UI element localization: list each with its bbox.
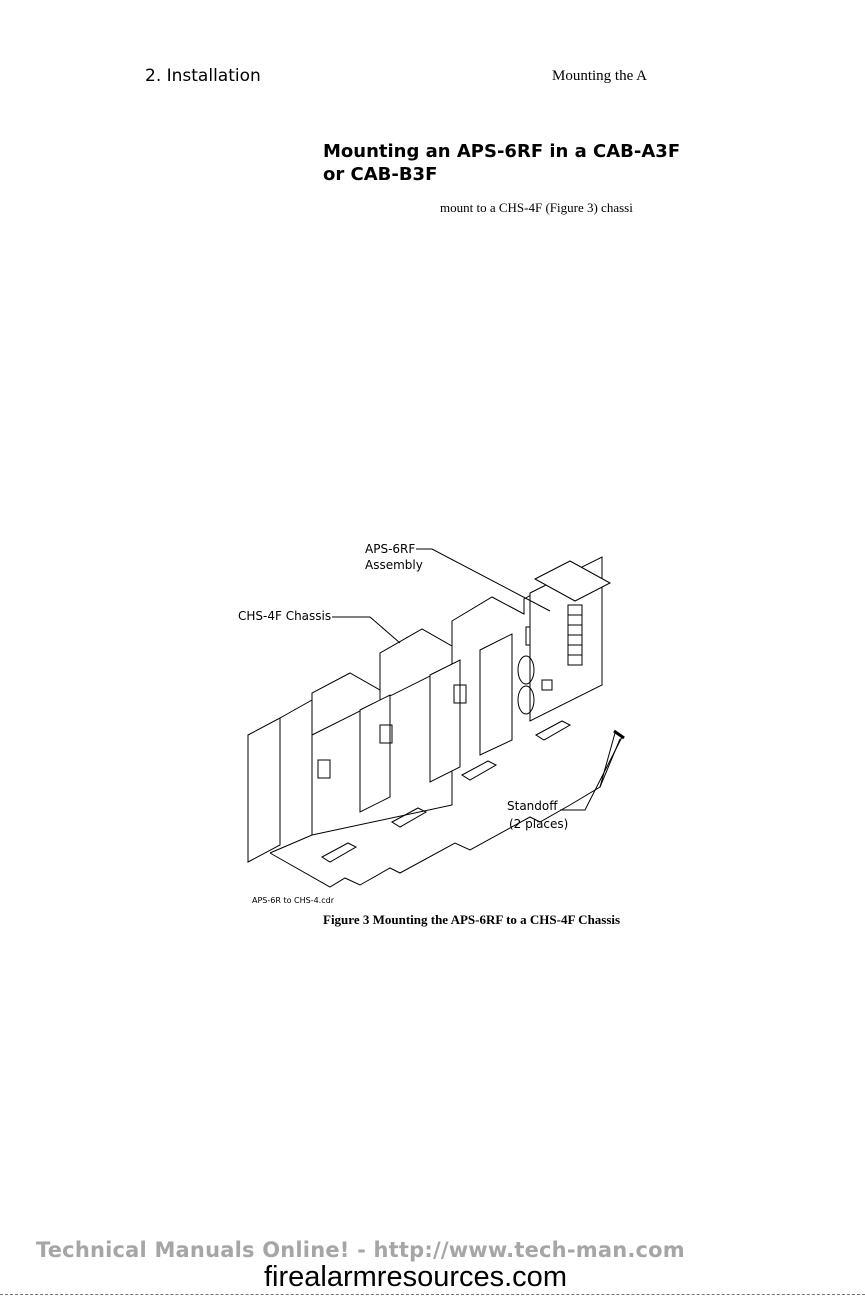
base-slot-1 — [321, 842, 358, 863]
aps-6rf-bracket — [533, 560, 612, 602]
assembly-callout-line1: APS-6RF — [365, 542, 415, 556]
chassis-tab-3 — [453, 684, 467, 704]
chassis-tab-1 — [317, 759, 331, 779]
standoff-callout-line1: Standoff — [507, 799, 558, 813]
chassis-drawing: APS-6RF Assembly CHS-4F Chassis Standoff… — [238, 542, 625, 905]
base-slot-2 — [391, 807, 428, 828]
watermark-tech-man: Technical Manuals Online! - http://www.t… — [36, 1238, 685, 1262]
watermark-firealarmresources: firealarmresources.com — [264, 1261, 567, 1293]
chassis-left-end-plate — [247, 717, 281, 863]
chassis-divider-1 — [359, 694, 391, 813]
assembly-callout-line2: Assembly — [365, 558, 423, 572]
chassis-callout: CHS-4F Chassis — [238, 609, 331, 623]
standoff — [613, 729, 625, 740]
chassis-divider-3 — [479, 633, 513, 756]
base-slot-3 — [461, 760, 498, 781]
header-section-label: 2. Installation — [145, 66, 261, 86]
mounting-figure: APS-6RF Assembly CHS-4F Chassis Standoff… — [230, 535, 750, 910]
section-title: Mounting an APS-6RF in a CAB-A3F or CAB-… — [323, 141, 681, 185]
base-slot-4 — [535, 720, 572, 741]
standoff-callout-line2: (2 places) — [509, 817, 568, 831]
chassis-leader — [332, 616, 401, 644]
capacitor-1 — [517, 655, 535, 685]
chassis-back-wall — [279, 576, 583, 719]
drawing-file-label: APS-6R to CHS-4.cdr — [252, 896, 335, 905]
body-text-fragment: mount to a CHS-4F (Figure 3) chassi — [440, 200, 633, 215]
chassis-tab-2 — [379, 724, 393, 744]
chassis-base-plate — [269, 738, 621, 888]
standoff-leader — [560, 736, 623, 811]
figure-caption: Figure 3 Mounting the APS-6RF to a CHS-4… — [323, 912, 621, 927]
assembly-leader — [416, 548, 551, 612]
header-topic-label: Mounting the A — [552, 68, 648, 84]
chassis-divider-2 — [429, 659, 461, 783]
footer-rule — [0, 1294, 865, 1295]
capacitor-2 — [517, 685, 535, 715]
